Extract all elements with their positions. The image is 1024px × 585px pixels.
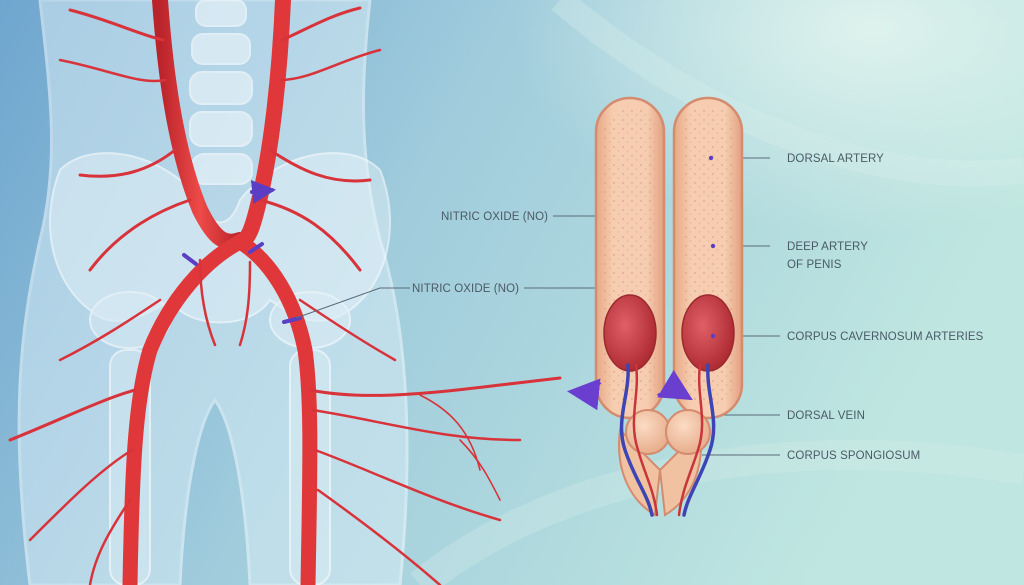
label-deep-artery-line1: DEEP ARTERY — [787, 241, 868, 253]
label-corpus-spongiosum: CORPUS SPONGIOSUM — [787, 450, 920, 462]
penis-cross-section — [567, 96, 744, 517]
label-nitric-oxide-1: NITRIC OXIDE (NO) — [441, 211, 548, 223]
label-nitric-oxide-2: NITRIC OXIDE (NO) — [412, 283, 519, 295]
nitric-oxide-arrows — [182, 180, 302, 324]
left-corpus-cavernosum — [594, 96, 666, 420]
dorsal-vein — [619, 363, 716, 517]
label-dorsal-artery: DORSAL ARTERY — [787, 153, 884, 165]
arterial-tree — [8, 0, 562, 585]
label-dorsal-vein: DORSAL VEIN — [787, 410, 865, 422]
label-deep-artery-line2: OF PENIS — [787, 259, 842, 271]
right-corpus-cavernosum — [672, 96, 744, 420]
label-corpus-cavernosum-arteries: CORPUS CAVERNOSUM ARTERIES — [787, 331, 984, 343]
